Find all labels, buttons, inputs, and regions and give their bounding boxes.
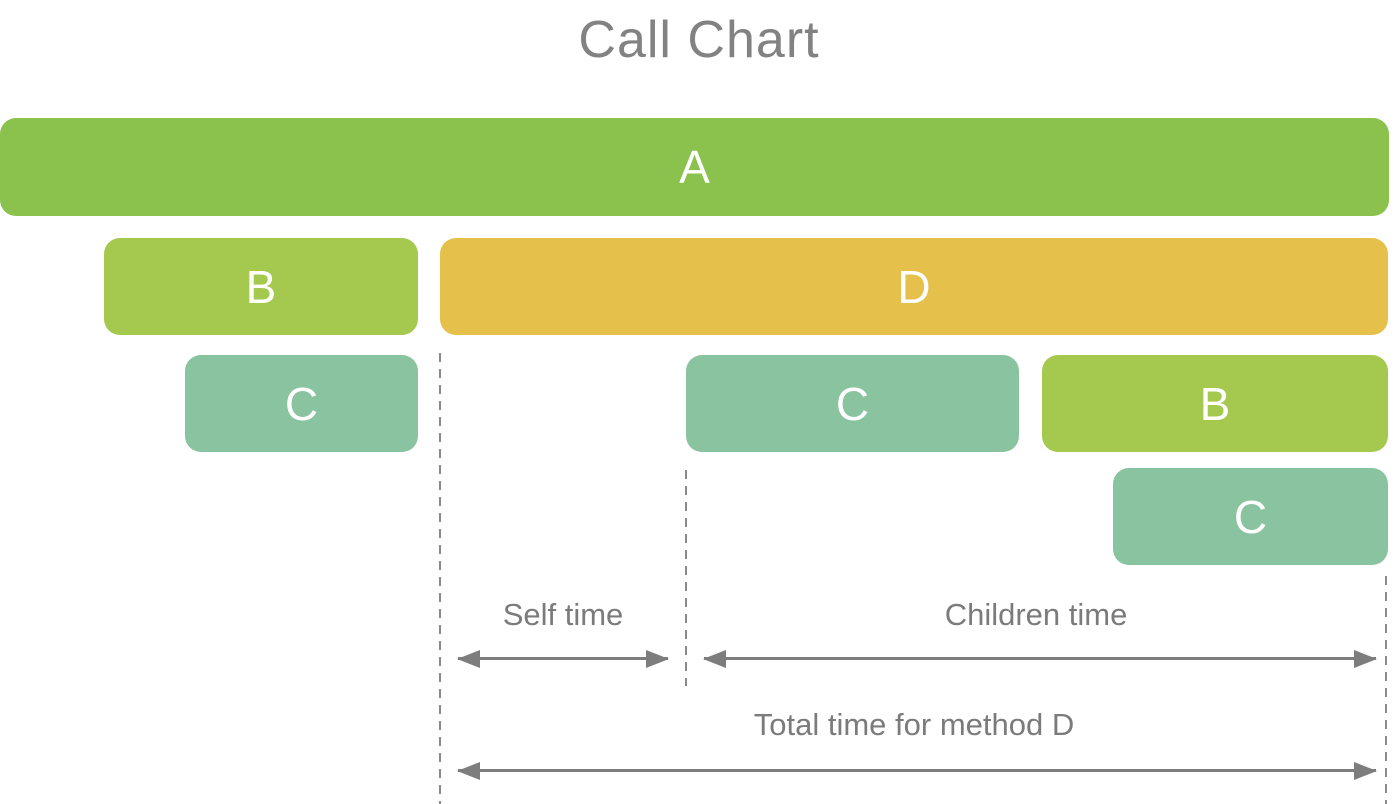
self-time-label: Self time <box>502 597 624 632</box>
call-bar-method-d: D <box>440 238 1388 335</box>
total-time-label: Total time for method D <box>753 707 1075 742</box>
call-bar-method-c: C <box>1113 468 1388 565</box>
call-bar-method-b: B <box>1042 355 1388 452</box>
call-bar-label: D <box>897 260 931 313</box>
call-bar-label: B <box>1199 377 1231 430</box>
call-bar-method-c: C <box>185 355 418 452</box>
arrow-left-head-icon <box>703 649 726 668</box>
children-time-arrow <box>703 649 1377 668</box>
call-bar-method-c: C <box>686 355 1019 452</box>
call-bar-method-a: A <box>0 118 1389 216</box>
total-time-arrow <box>457 761 1377 780</box>
call-bar-label: C <box>284 377 319 430</box>
call-bar-label: C <box>1233 490 1268 543</box>
call-bar-label: A <box>679 141 710 193</box>
dashed-guide-line-d-start <box>439 353 441 804</box>
children-time-label: Children time <box>944 597 1128 632</box>
arrow-right-head-icon <box>1354 649 1377 668</box>
page-title: Call Chart <box>578 11 820 69</box>
arrow-left-head-icon <box>457 649 480 668</box>
self-time-arrow <box>457 649 669 668</box>
call-bar-method-b: B <box>104 238 418 335</box>
call-bar-label: C <box>835 377 870 430</box>
dashed-guide-line-d-end <box>1385 576 1387 804</box>
dashed-guide-line-children-start <box>685 470 687 686</box>
arrow-left-head-icon <box>457 761 480 780</box>
arrow-right-head-icon <box>646 649 669 668</box>
call-bar-label: B <box>245 260 277 313</box>
arrow-right-head-icon <box>1354 761 1377 780</box>
